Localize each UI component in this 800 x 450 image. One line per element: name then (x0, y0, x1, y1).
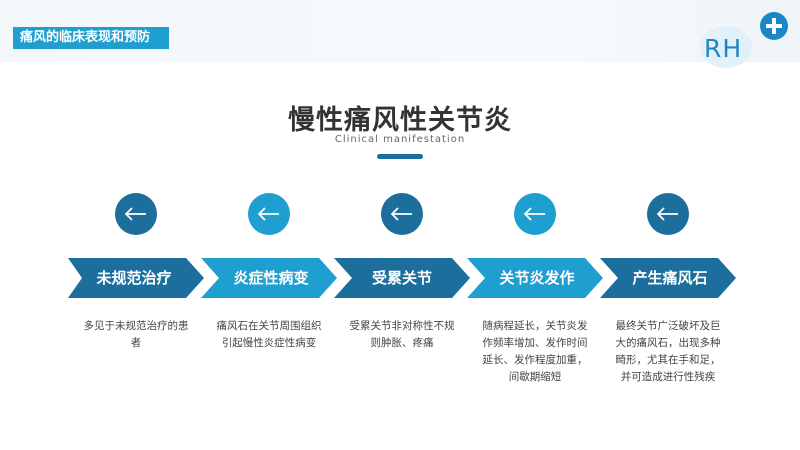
title-underline (377, 154, 423, 159)
step-5-chevron (600, 258, 736, 298)
logo-bubble (700, 26, 752, 68)
section-tag: 痛风的临床表现和预防 (13, 27, 169, 49)
process-chevrons: 未规范治疗 炎症性病变 受累关节 关节炎发作 产生痛风石 (68, 258, 748, 298)
step-4-circle (514, 193, 556, 235)
step-4-description: 随病程延长，关节炎发作频率增加、发作时间延长、发作程度加重，间歇期缩短 (482, 320, 588, 383)
step-3-circle (381, 193, 423, 235)
step-1-chevron (68, 258, 204, 298)
step-2-chevron-shape (201, 258, 337, 298)
step-4-chevron-shape (467, 258, 603, 298)
step-1-description: 多见于未规范治疗的患者 (83, 320, 189, 349)
step-2-label: 炎症性病变 (233, 269, 309, 287)
step-3-chevron (334, 258, 470, 298)
arrow-left-icon (124, 207, 146, 221)
arrow-left-icon (656, 207, 678, 221)
arrow-left-icon (257, 207, 279, 221)
step-5-label: 产生痛风石 (632, 269, 708, 287)
logo-text: RH (704, 34, 743, 63)
step-2-chevron (201, 258, 337, 298)
step-5-description: 最终关节广泛破坏及巨大的痛风石，出现多种畸形，尤其在手和足，并可造成进行性残疾 (615, 320, 721, 383)
rh-logo: RH (700, 12, 792, 68)
step-1-chevron-shape (68, 258, 204, 298)
arrow-left-icon (523, 207, 545, 221)
arrow-left-icon (390, 207, 412, 221)
step-5-circle (647, 193, 689, 235)
page-subtitle: Clinical manifestation (334, 134, 466, 145)
step-2-circle (248, 193, 290, 235)
step-5-chevron-shape (600, 258, 736, 298)
step-3-label: 受累关节 (371, 269, 432, 287)
step-4-label: 关节炎发作 (499, 269, 575, 287)
step-3-description: 受累关节非对称性不规则肿胀、疼痛 (349, 320, 455, 349)
plus-icon (760, 12, 788, 40)
step-3-chevron-shape (334, 258, 470, 298)
step-1-label: 未规范治疗 (96, 269, 172, 287)
step-4-chevron (467, 258, 603, 298)
step-1-circle (115, 193, 157, 235)
step-2-description: 痛风石在关节周围组织引起慢性炎症性病变 (216, 320, 322, 349)
page-title: 慢性痛风性关节炎 (288, 105, 512, 136)
